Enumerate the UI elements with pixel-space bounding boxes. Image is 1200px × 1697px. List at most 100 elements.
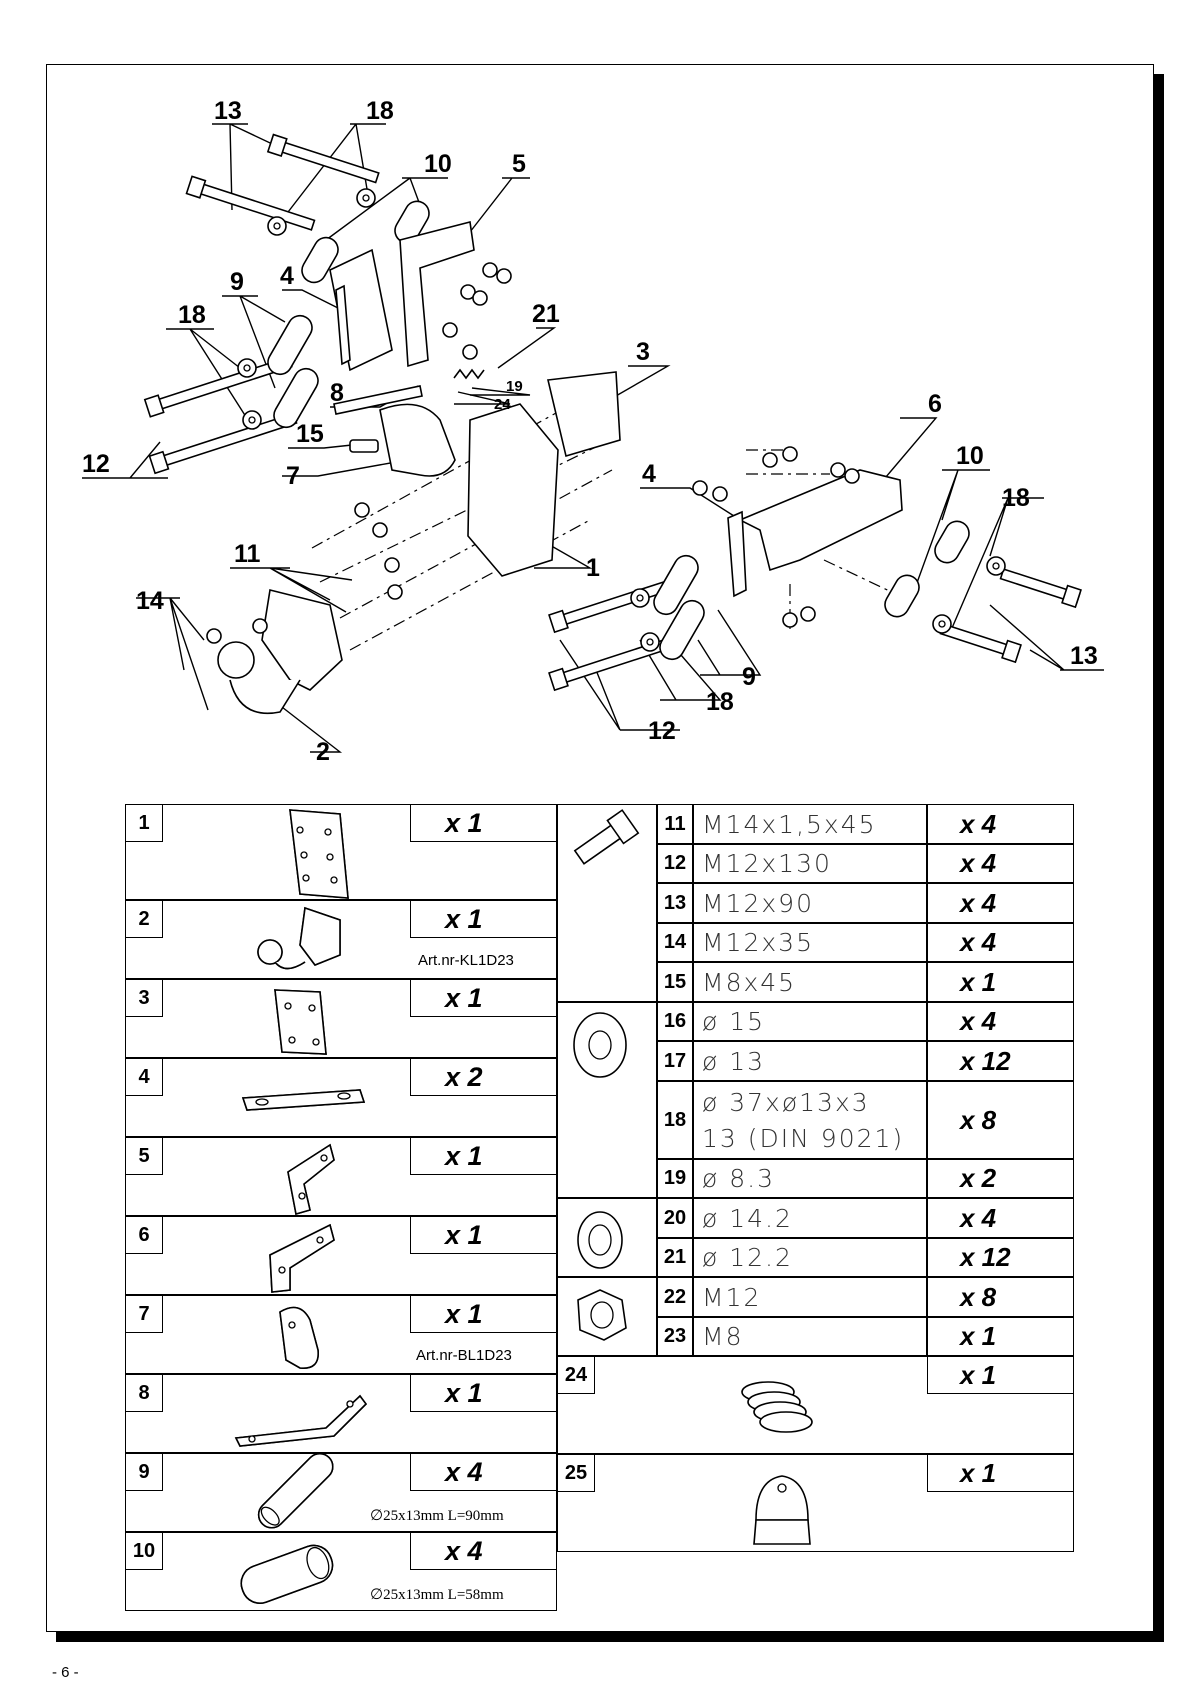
- exploded-assembly-diagram: 13 18 10 5 4 9 18 21 3 19 24 8 15 12 7 6…: [82, 97, 1104, 766]
- callout: 18: [366, 97, 394, 125]
- callout: 12: [82, 450, 110, 478]
- part-spec: ø 15: [693, 1002, 927, 1041]
- part-quantity: x 4: [927, 1002, 1074, 1041]
- part-number: 6: [125, 1216, 163, 1254]
- callout: 6: [928, 390, 942, 418]
- part-spec: M8x45: [693, 962, 927, 1002]
- part-number: 10: [125, 1532, 163, 1570]
- part-spec: M12: [693, 1277, 927, 1317]
- callout: 13: [214, 97, 242, 125]
- part-number: 2: [125, 900, 163, 938]
- part-quantity: x 1: [410, 900, 557, 938]
- part-number: 13: [657, 883, 693, 923]
- part-quantity: x 4: [410, 1532, 557, 1570]
- part-quantity: x 1: [927, 1454, 1074, 1492]
- part-spec: M14x1,5x45: [693, 804, 927, 844]
- part-spec-standard: 13 (DIN 9021): [702, 1123, 905, 1153]
- flat-bar-icon: [241, 1089, 366, 1111]
- callout: 15: [296, 420, 324, 448]
- part-quantity: x 4: [927, 804, 1074, 844]
- callout: 24: [494, 396, 511, 413]
- angled-bar-icon: [234, 1394, 368, 1447]
- plate-icon: [289, 809, 349, 899]
- callout: 21: [532, 300, 560, 328]
- part-spec: ø 8.3: [693, 1159, 927, 1198]
- callout-labels: 13 18 10 5 4 9 18 21 3 19 24 8 15 12 7 6…: [82, 97, 1098, 766]
- part-number: 15: [657, 962, 693, 1002]
- part-spec: ø 37xø13x3: [702, 1087, 870, 1117]
- washers: [237, 188, 1006, 652]
- bracket-icon: [269, 1223, 335, 1293]
- part-quantity: x 4: [927, 883, 1074, 923]
- part-number: 16: [657, 1002, 693, 1041]
- callout: 5: [512, 150, 526, 178]
- callout: 10: [956, 442, 984, 470]
- callout: 10: [424, 150, 452, 178]
- part-number: 8: [125, 1374, 163, 1412]
- part-number: 4: [125, 1058, 163, 1096]
- part-spec: M8: [693, 1317, 927, 1356]
- part-quantity: x 4: [927, 844, 1074, 883]
- callout: 19: [506, 378, 523, 395]
- callout: 18: [1002, 484, 1030, 512]
- spacer-tube-icon: [240, 1544, 334, 1604]
- part-quantity: x 1: [410, 1295, 557, 1333]
- part-article-number: Art.nr-BL1D23: [416, 1347, 512, 1364]
- part-quantity: x 8: [927, 1277, 1074, 1317]
- part-number: 25: [557, 1454, 595, 1492]
- part-quantity: x 2: [410, 1058, 557, 1096]
- plate-icon: [274, 989, 327, 1055]
- part-number: 21: [657, 1238, 693, 1277]
- part-quantity: x 1: [410, 1374, 557, 1412]
- callout: 2: [316, 738, 330, 766]
- part-quantity: x 1: [410, 804, 557, 842]
- spacer-tubes: [267, 200, 970, 661]
- part-number: 5: [125, 1137, 163, 1175]
- part-spec: ø 12.2: [693, 1238, 927, 1277]
- icon-cell: [557, 804, 657, 1002]
- part-dimensions: ∅25x13mm L=58mm: [370, 1587, 504, 1603]
- part-number: 3: [125, 979, 163, 1017]
- part-number: 12: [657, 844, 693, 883]
- callout: 11: [234, 540, 261, 568]
- part-row: [557, 1356, 1074, 1454]
- part-quantity: x 1: [410, 979, 557, 1017]
- icon-cell: [557, 1277, 657, 1356]
- part-number: 20: [657, 1198, 693, 1238]
- spacer-tube-icon: [257, 1452, 334, 1529]
- callout: 7: [286, 462, 300, 490]
- bolts: [143, 133, 1082, 692]
- part-quantity: x 1: [927, 1356, 1074, 1394]
- part-number: 1: [125, 804, 163, 842]
- part-quantity: x 1: [410, 1216, 557, 1254]
- callout: 13: [1070, 642, 1098, 670]
- part-number: 7: [125, 1295, 163, 1333]
- leader-lines: [82, 123, 1104, 753]
- part-spec: M12x130: [693, 844, 927, 883]
- callout: 14: [136, 587, 164, 615]
- part-quantity: x 1: [927, 962, 1074, 1002]
- part-spec: M12x35: [693, 923, 927, 962]
- callout: 12: [648, 717, 676, 745]
- part-dimensions: ∅25x13mm L=90mm: [370, 1508, 504, 1524]
- callout: 9: [230, 268, 244, 296]
- part-quantity: x 8: [927, 1081, 1074, 1159]
- part-spec: ø 13: [693, 1041, 927, 1081]
- callout: 4: [642, 460, 656, 488]
- part-quantity: x 4: [927, 1198, 1074, 1238]
- icon-cell: [557, 1002, 657, 1198]
- part-quantity: x 12: [927, 1041, 1074, 1081]
- part-quantity: x 2: [927, 1159, 1074, 1198]
- part-number: 24: [557, 1356, 595, 1394]
- part-spec: M12x90: [693, 883, 927, 923]
- part-number: 14: [657, 923, 693, 962]
- lock-plate-icon: [279, 1306, 319, 1369]
- part-number: 23: [657, 1317, 693, 1356]
- callout: 4: [280, 262, 294, 290]
- part-spec-cell: ø 37xø13x3 13 (DIN 9021): [693, 1081, 927, 1159]
- bracket-icon: [287, 1143, 335, 1216]
- part-number: 9: [125, 1453, 163, 1491]
- part-article-number: Art.nr-KL1D23: [418, 952, 514, 969]
- callout: 8: [330, 379, 344, 407]
- part-number: 11: [657, 804, 693, 844]
